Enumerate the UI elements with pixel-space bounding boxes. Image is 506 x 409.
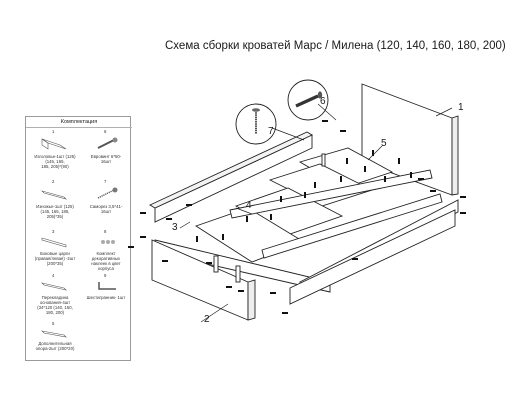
- screw-icon: [97, 187, 118, 199]
- component-headboard: 1 Изголовье-1шт (125) (145, 165, 185, 20…: [30, 129, 84, 179]
- support-beam: [229, 169, 433, 219]
- component-caption: Комплект декоративных наклеек в цвет кор…: [91, 251, 121, 271]
- screws-group: [128, 120, 466, 314]
- component-hex-key: 9 Шестигранник- 1шт: [82, 273, 130, 321]
- component-caption: Изголовье-1шт (125) (145, 165, 185, 205)…: [34, 154, 76, 169]
- component-self-tapping-screw: 7 Саморез 3,5*41- 16шт: [82, 179, 130, 229]
- component-number: 3: [52, 229, 55, 234]
- component-base-slats: 4 Перекладина основания-4шт (34*120 (140…: [30, 273, 84, 321]
- component-caption: Шестигранник- 1шт: [86, 295, 126, 300]
- footboard-icon: [40, 190, 68, 200]
- component-number: 1: [52, 129, 55, 134]
- headboard-icon: [41, 138, 67, 150]
- callout-2: 2: [204, 314, 210, 325]
- component-caption: Боковые царги (правая/левая) -2шт (200*3…: [34, 251, 76, 266]
- component-number: 5: [52, 321, 55, 326]
- side-rail-icon: [41, 237, 67, 248]
- component-caption: Саморез 3,5*41- 16шт: [89, 204, 123, 214]
- stickers-icon: [101, 240, 115, 244]
- component-caption: Дополнительная опора-2шт (200*20): [35, 341, 75, 351]
- slat-icon: [41, 282, 67, 291]
- component-number: 8: [104, 229, 107, 234]
- component-extra-support: 5 Дополнительная опора-2шт (200*20): [30, 321, 84, 361]
- component-number: 4: [52, 273, 55, 278]
- callout-7: 7: [268, 126, 274, 137]
- leader-lines: [179, 103, 453, 323]
- callout-5: 5: [381, 138, 387, 149]
- callout-1: 1: [458, 102, 464, 113]
- diagram-title: Схема сборки кроватей Марс / Милена (120…: [165, 40, 506, 52]
- detail-callout-7: [235, 103, 277, 145]
- component-number: 2: [52, 179, 55, 184]
- support-icon: [41, 330, 67, 338]
- components-table-header: Комплектация: [26, 117, 132, 128]
- component-euro-screw: 6 Евровинт 6*50- 16шт: [82, 129, 130, 179]
- component-caption: Перекладина основания-4шт (34*120 (140, …: [37, 295, 73, 315]
- callout-3: 3: [172, 222, 178, 233]
- support-beam-2: [261, 193, 443, 259]
- component-caption: Изножье-1шт (125) (145, 165, 185, 205)*3…: [36, 204, 74, 219]
- hex-key-icon: [98, 282, 116, 290]
- component-number: 7: [104, 179, 107, 184]
- component-caption: Евровинт 6*50- 16шт: [90, 154, 122, 164]
- component-footboard: 2 Изножье-1шт (125) (145, 165, 185, 205)…: [30, 179, 84, 229]
- callout-4: 4: [246, 200, 252, 211]
- component-decor-stickers: 8 Комплект декоративных наклеек в цвет к…: [82, 229, 130, 273]
- component-number: 9: [104, 273, 107, 278]
- callout-6: 6: [320, 96, 326, 107]
- footboard-side: [289, 209, 456, 305]
- components-table: Комплектация 1 Изголовье-1шт (125) (145,…: [25, 116, 132, 361]
- component-side-rails: 3 Боковые царги (правая/левая) -2шт (200…: [30, 229, 84, 273]
- euro-screw-icon: [97, 137, 118, 149]
- component-number: 6: [104, 129, 107, 134]
- detail-callout-6: [287, 79, 329, 121]
